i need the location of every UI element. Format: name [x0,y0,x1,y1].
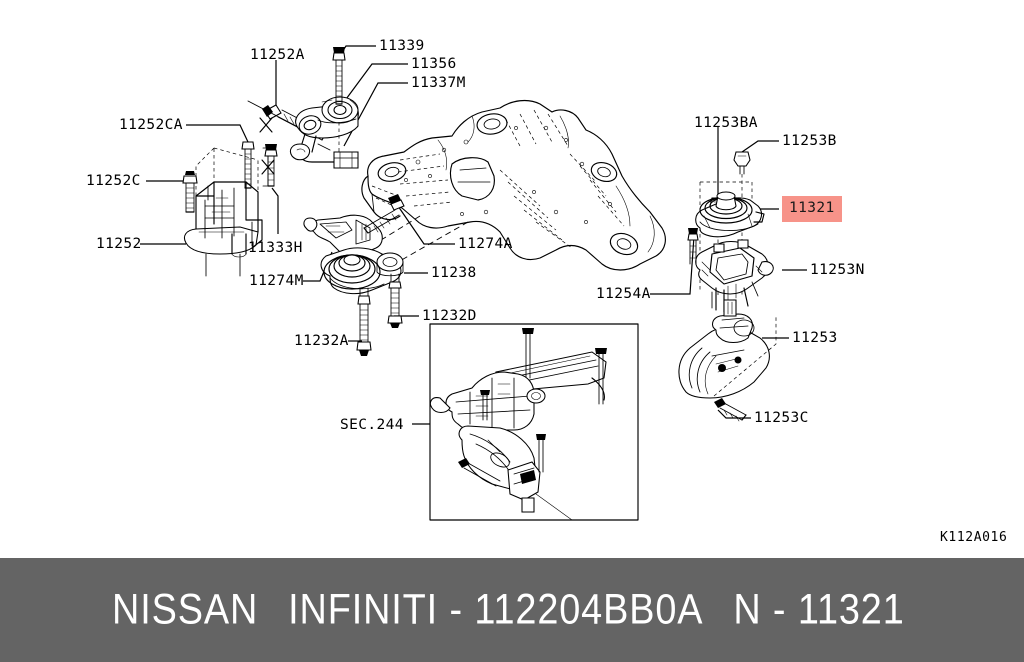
inset-bolt-diagonal [458,458,501,487]
part-label-11274A[interactable]: 11274A [458,236,513,252]
part-label-11253N[interactable]: 11253N [810,262,865,278]
inset-bolt-lower-right [536,434,546,473]
part-label-11333H[interactable]: 11333H [248,240,303,256]
part-11232D-bolt [387,273,403,328]
part-11321-engine-mount [695,191,765,238]
banner-brand-infiniti: INFINITI [288,585,439,634]
part-label-11274M[interactable]: 11274M [249,273,304,289]
part-label-11339[interactable]: 11339 [379,38,425,54]
part-label-11253BA[interactable]: 11253BA [694,115,758,131]
leader-lines-right [412,126,807,425]
part-label-11356[interactable]: 11356 [411,56,457,72]
leader-lines-left [140,45,455,342]
part-11274A-bolt [363,194,405,234]
part-11253C-bolt [714,398,747,422]
part-11232A-bolt [356,287,372,356]
part-label-11253C[interactable]: 11253C [754,410,809,426]
part-11252-left-mount-bracket [183,147,263,277]
part-11252C-bolt [182,171,198,213]
part-label-11252[interactable]: 11252 [96,236,142,252]
banner-ref-number: 11321 [797,585,905,634]
banner-brand-nissan: NISSAN [112,585,259,634]
inset-bolt-right [595,348,607,405]
part-label-11252CA[interactable]: 11252CA [119,117,183,133]
part-label-11232D[interactable]: 11232D [422,308,477,324]
sec-244-inset-box [429,323,639,521]
part-11253-lower-bracket [678,299,777,399]
part-label-11253B[interactable]: 11253B [782,133,837,149]
diagram-canvas: 11252A 11339 11356 11337M 11252CA 11252C… [86,38,1008,545]
part-11253B-nut [733,151,751,175]
part-11254A-bolt [687,228,699,265]
part-label-11252C[interactable]: 11252C [86,173,141,189]
part-label-11252A[interactable]: 11252A [250,47,305,63]
banner-part-number: 112204BB0A [474,585,704,634]
banner-separator-1: - [449,585,463,634]
part-11339-bolt [332,47,346,105]
part-label-11232A[interactable]: 11232A [294,333,349,349]
technical-line-art [140,45,807,521]
part-11238-insulator [320,247,404,295]
banner-text-line: NISSAN INFINITI - 112204BB0A N - 11321 [112,586,905,635]
part-subframe-member [361,99,666,271]
banner-separator-2: - [772,585,787,634]
part-label-11321-highlighted[interactable]: 11321 [782,196,842,222]
brand-banner: NISSAN INFINITI - 112204BB0A N - 11321 [0,556,1024,662]
part-11253N-bracket [695,239,774,313]
part-label-11254A[interactable]: 11254A [596,286,651,302]
part-11356-11337M-torque-rod [289,96,359,169]
alignment-line-11274A [351,215,421,259]
part-11333H-bolt [264,144,278,187]
part-label-11253[interactable]: 11253 [792,330,838,346]
banner-ref-prefix: N [733,585,762,634]
inset-bolt-top [522,328,534,379]
section-reference-label[interactable]: SEC.244 [340,417,404,433]
part-label-11337M[interactable]: 11337M [411,75,466,91]
inset-bolt-left [480,390,490,421]
alignment-line-11238 [397,221,469,263]
part-label-11238[interactable]: 11238 [431,265,477,281]
diagram-code: K112A016 [940,530,1008,545]
